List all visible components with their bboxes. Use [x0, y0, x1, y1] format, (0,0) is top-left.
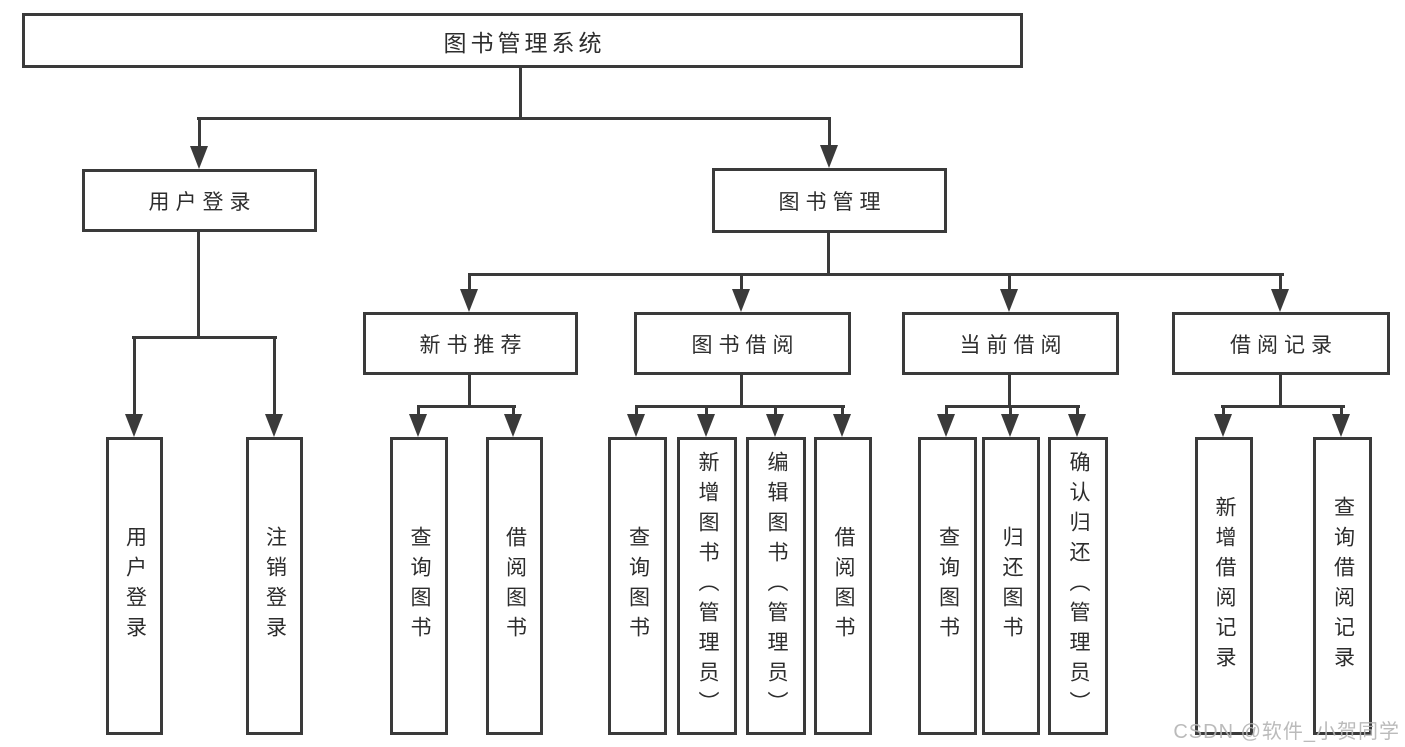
- leaf-return-book: 归还图书: [982, 437, 1040, 735]
- leaf-borrow-books: 借阅图书: [814, 437, 872, 735]
- node-book-management: 图书管理: [712, 168, 947, 233]
- arrow-to-query-books: [627, 405, 646, 437]
- leaf-user-login: 用户登录: [106, 437, 163, 735]
- leaf-query-borrow-record: 查询借阅记录: [1313, 437, 1372, 735]
- arrow-to-leaf-user-login: [125, 336, 144, 437]
- connector-group3-stem: [1279, 374, 1282, 408]
- arrow-to-edit-book-admin: [766, 405, 785, 437]
- connector-group1-horizontal: [635, 405, 845, 408]
- arrow-to-borrowing-records: [1271, 273, 1290, 312]
- connector-book-management-stem: [827, 233, 830, 276]
- node-new-book-recommendation: 新书推荐: [363, 312, 578, 375]
- leaf-borrow-books: 借阅图书: [486, 437, 543, 735]
- connector-group3-horizontal: [1221, 405, 1345, 408]
- arrow-to-add-book-admin: [697, 405, 716, 437]
- arrow-to-query-borrow-record: [1332, 405, 1351, 437]
- arrow-to-add-borrow-record: [1214, 405, 1233, 437]
- arrow-to-borrow-books: [833, 405, 852, 437]
- arrow-to-current-borrowing: [1000, 273, 1019, 312]
- leaf-query-books: 查询图书: [918, 437, 977, 735]
- connector-root-stem: [519, 66, 522, 120]
- leaf-logout: 注销登录: [246, 437, 303, 735]
- arrow-to-book-borrowing: [732, 273, 751, 312]
- arrow-to-user-login: [190, 117, 209, 169]
- connector-level2-horizontal: [468, 273, 1284, 276]
- connector-group0-horizontal: [417, 405, 516, 408]
- leaf-add-book-admin: 新增图书（管理员）: [677, 437, 737, 735]
- connector-group2-horizontal: [945, 405, 1080, 408]
- connector-group0-stem: [468, 374, 471, 408]
- connector-group2-stem: [1008, 374, 1011, 408]
- connector-group1-stem: [740, 374, 743, 408]
- leaf-add-borrow-record: 新增借阅记录: [1195, 437, 1253, 735]
- node-user-login: 用户登录: [82, 169, 317, 232]
- arrow-to-confirm-return-admin: [1068, 405, 1087, 437]
- leaf-edit-book-admin: 编辑图书（管理员）: [746, 437, 806, 735]
- arrow-to-new-book-recommendation: [460, 273, 479, 312]
- arrow-to-book-management: [820, 117, 839, 168]
- connector-user-login-horizontal: [132, 336, 277, 339]
- connector-level1-horizontal: [197, 117, 830, 120]
- leaf-query-books: 查询图书: [608, 437, 667, 735]
- csdn-watermark: CSDN @软件_小贺同学: [1173, 721, 1400, 743]
- arrow-to-query-books: [937, 405, 956, 437]
- arrow-to-leaf-logout: [265, 336, 284, 437]
- node-borrowing-records: 借阅记录: [1172, 312, 1390, 375]
- arrow-to-query-books: [409, 405, 428, 437]
- node-library-management-system: 图书管理系统: [22, 13, 1023, 68]
- connector-user-login-stem: [197, 232, 200, 339]
- leaf-query-books: 查询图书: [390, 437, 448, 735]
- node-book-borrowing: 图书借阅: [634, 312, 851, 375]
- node-current-borrowing: 当前借阅: [902, 312, 1119, 375]
- arrow-to-borrow-books: [504, 405, 523, 437]
- leaf-confirm-return-admin: 确认归还（管理员）: [1048, 437, 1108, 735]
- arrow-to-return-book: [1001, 405, 1020, 437]
